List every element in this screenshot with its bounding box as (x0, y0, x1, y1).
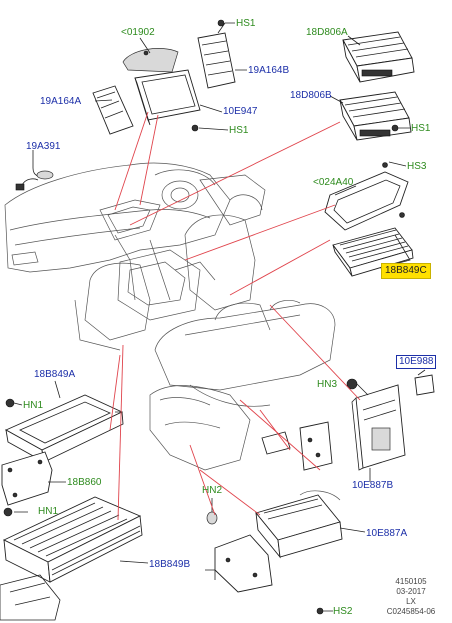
bolt-hs1 (391, 124, 399, 132)
label-hn1-upper: HN1 (23, 400, 44, 411)
label-hs1-right: HS1 (411, 123, 431, 134)
footer-reference: 4150105 03-2017 LX C0245854-06 (386, 577, 436, 617)
module-19A164B (197, 32, 236, 89)
bracket (205, 534, 273, 593)
label-hn1-lower: HN1 (38, 506, 59, 517)
label-01902: <01902 (121, 27, 155, 38)
label-hs1-mid: HS1 (229, 125, 249, 136)
label-19A164A: 19A164A (40, 96, 82, 107)
label-10E947: 10E947 (223, 106, 258, 117)
amplifier-18D806A (342, 31, 415, 83)
label-hs2: HS2 (333, 606, 353, 617)
module-10E887A (255, 490, 343, 559)
label-10E988 (414, 374, 435, 396)
bracket-024A40 (324, 162, 409, 231)
label-18B849C-highlighted: 18B849C (381, 263, 431, 279)
footer-line-3: LX (406, 597, 416, 606)
footer-line-1: 4150105 (395, 577, 427, 586)
module-10E887B (351, 384, 406, 471)
connector (261, 431, 291, 455)
nut-hn2 (206, 511, 218, 525)
label-hn2: HN2 (202, 485, 223, 496)
label-18D806A: 18D806A (306, 27, 348, 38)
footer-line-2: 03-2017 (396, 587, 426, 596)
label-hn3: HN3 (317, 379, 338, 390)
vehicle-interior-drawing (4, 162, 336, 471)
amplifier-18D806B (339, 91, 412, 141)
trim-panel (0, 574, 61, 621)
label-18B860: 18B860 (67, 477, 102, 488)
label-19A164B: 19A164B (248, 65, 290, 76)
amplifier-18B849B (2, 496, 143, 583)
label-10E887B: 10E887B (352, 480, 394, 491)
bolt-hs1 (191, 19, 225, 132)
label-19A391: 19A391 (26, 141, 61, 152)
label-18B849B: 18B849B (149, 559, 191, 570)
label-10E988: 10E988 (396, 355, 437, 369)
label-10E887A: 10E887A (366, 528, 408, 539)
display-cover (122, 48, 179, 73)
display-unit-10E947 (134, 69, 201, 126)
location-leaders (109, 111, 361, 521)
label-024A40: <024A40 (313, 177, 354, 188)
bracket-18B860 (1, 451, 53, 506)
bracket-10E887B (299, 421, 333, 471)
module-19A164A (92, 85, 134, 135)
label-hs1-top: HS1 (236, 18, 256, 29)
bolt-hs2 (316, 607, 324, 615)
microphone-19A391 (15, 150, 54, 191)
footer-line-4: C0245854-06 (386, 607, 436, 616)
label-hs3: HS3 (407, 161, 427, 172)
label-18D806B: 18D806B (290, 90, 332, 101)
label-18B849A: 18B849A (34, 369, 76, 380)
